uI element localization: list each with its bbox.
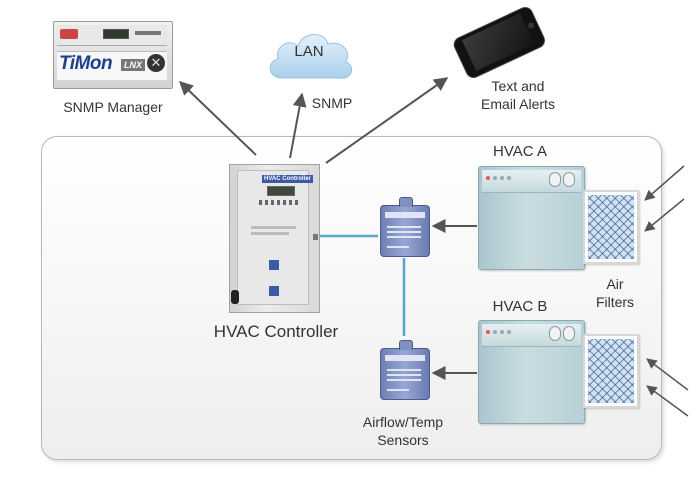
hvac-b-unit [478, 320, 585, 424]
hvac-a-unit [478, 166, 585, 270]
snmp-manager-label: SNMP Manager [63, 99, 163, 115]
hvac-b-label: HVAC B [492, 298, 548, 315]
sensors-label-line2: Sensors [377, 432, 429, 448]
hvac-a-label: HVAC A [493, 143, 547, 160]
sensors-label-line1: Airflow/Temp [362, 414, 444, 430]
arrow-air-in-2 [644, 198, 685, 232]
lan-cloud-label: LAN [294, 43, 324, 60]
snmp-label: SNMP [311, 95, 353, 111]
phone-label-line1: Text and [491, 78, 545, 94]
snmp-manager-brand: TiMon [59, 53, 113, 74]
hvac-a-knob-1 [549, 172, 561, 187]
airflow-sensor-a [380, 197, 430, 257]
arrow-to-snmp-manager [178, 81, 257, 156]
arrow-air-in-3 [646, 358, 689, 391]
hvac-controller-cabinet: HVAC Controller [229, 164, 320, 313]
airflow-sensor-b [380, 340, 430, 400]
phone-label-line2: Email Alerts [481, 96, 555, 112]
arrow-to-lan [289, 92, 307, 159]
arrow-to-phone [325, 77, 449, 164]
snmp-manager-device: TiMon LNX ✕ [53, 21, 173, 89]
x-logo-icon: ✕ [147, 54, 165, 72]
air-filter-a [583, 190, 639, 264]
air-filter-b [583, 334, 639, 408]
arrow-air-in-4 [646, 385, 689, 417]
hvac-a-knob-2 [563, 172, 575, 187]
air-filters-label-line2: Filters [595, 294, 635, 310]
hvac-b-knob-2 [563, 326, 575, 341]
air-filters-label-line1: Air [606, 276, 624, 292]
hvac-b-knob-1 [549, 326, 561, 341]
snmp-manager-badge: LNX [121, 59, 145, 71]
arrow-air-in-1 [644, 165, 685, 201]
smartphone-icon [451, 4, 548, 81]
lan-cloud-icon [269, 34, 353, 79]
hvac-controller-label: HVAC Controller [213, 322, 339, 341]
controller-plate-label: HVAC Controller [262, 175, 313, 183]
